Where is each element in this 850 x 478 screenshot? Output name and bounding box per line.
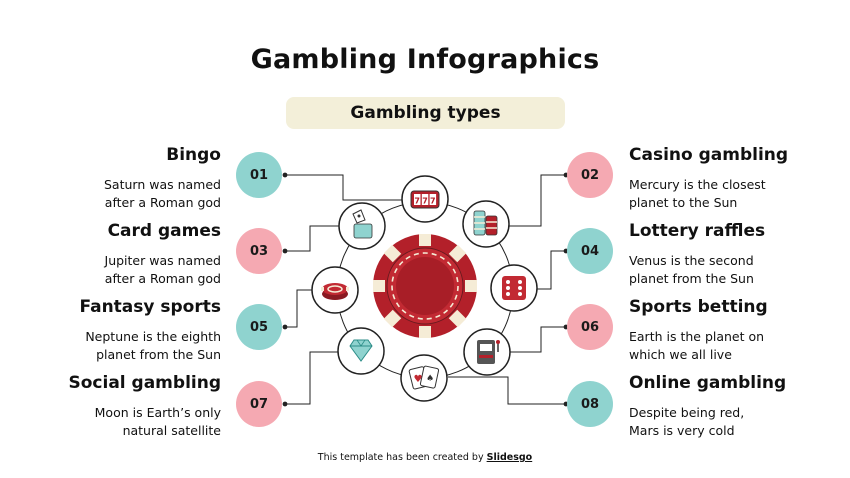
item-02-desc: Mercury is the closest planet to the Sun	[629, 176, 766, 212]
item-01-desc-line1: Saturn was named	[104, 177, 221, 192]
page-title: Gambling Infographics	[250, 44, 600, 75]
connector-dots	[282, 172, 569, 407]
item-06-desc-line2: which we all live	[629, 347, 732, 362]
item-03-heading: Card games	[107, 221, 221, 241]
connector-lines	[285, 174, 566, 405]
center-chip-icon	[373, 234, 477, 338]
item-01-desc-line2: after a Roman god	[104, 195, 221, 210]
connector-08	[448, 376, 566, 405]
item-01-heading: Bingo	[166, 145, 221, 165]
svg-text:7: 7	[414, 197, 420, 206]
badge-01: 01	[236, 152, 282, 198]
item-04-heading: Lottery raffles	[629, 221, 766, 241]
connector-02	[494, 174, 566, 227]
item-03-desc: Jupiter was named after a Roman god	[105, 252, 221, 288]
subtitle-text: Gambling types	[350, 103, 501, 123]
badge-02: 02	[567, 152, 613, 198]
item-05-desc-line1: Neptune is the eighth	[85, 329, 221, 344]
item-07-desc-line2: natural satellite	[122, 423, 221, 438]
item-05-heading: Fantasy sports	[79, 297, 221, 317]
svg-text:7: 7	[422, 197, 428, 206]
svg-text:♠: ♠	[426, 374, 434, 384]
item-08-desc: Despite being red, Mars is very cold	[629, 404, 744, 440]
item-07-heading: Social gambling	[68, 373, 222, 393]
subtitle-banner: Gambling types	[286, 97, 565, 129]
connector-06	[506, 326, 566, 353]
item-06-heading: Sports betting	[629, 297, 768, 317]
icon-playing-cards: ♥ ♠	[400, 354, 448, 402]
footer-credit: This template has been created by Slides…	[0, 452, 850, 463]
item-05-desc-line2: planet from the Sun	[96, 347, 221, 362]
connector-05	[285, 289, 316, 328]
item-04-desc-line1: Venus is the second	[629, 253, 754, 268]
footer-brand-link[interactable]: Slidesgo	[486, 452, 533, 463]
icon-chip-stack	[462, 200, 510, 248]
item-04-desc: Venus is the second planet from the Sun	[629, 252, 754, 288]
connector-07	[285, 351, 345, 405]
item-03-desc-line1: Jupiter was named	[104, 253, 221, 268]
badge-08: 08	[567, 381, 613, 427]
icon-slot-machine	[463, 328, 511, 376]
footer-prefix: This template has been created by	[317, 452, 484, 463]
item-03-desc-line2: after a Roman god	[104, 271, 221, 286]
icon-slot-777: 7 7 7	[401, 175, 449, 223]
icon-diamond	[337, 327, 385, 375]
connector-01	[285, 174, 404, 201]
badge-06: 06	[567, 304, 613, 350]
badge-03: 03	[236, 228, 282, 274]
item-02-heading: Casino gambling	[629, 145, 789, 165]
item-07-desc-line1: Moon is Earth’s only	[94, 405, 221, 420]
item-07-desc: Moon is Earth’s only natural satellite	[95, 404, 221, 440]
item-05-desc: Neptune is the eighth planet from the Su…	[85, 328, 221, 364]
item-08-desc-line2: Mars is very cold	[629, 423, 735, 438]
badge-05: 05	[236, 304, 282, 350]
svg-text:7: 7	[430, 197, 436, 206]
connector-03	[285, 225, 345, 252]
connector-04	[534, 250, 566, 290]
badge-07: 07	[236, 381, 282, 427]
icon-dice	[490, 264, 538, 312]
icon-poker-chip	[311, 266, 359, 314]
item-02-desc-line2: planet to the Sun	[629, 195, 738, 210]
item-02-desc-line1: Mercury is the closest	[629, 177, 766, 192]
item-06-desc-line1: Earth is the planet on	[629, 329, 765, 344]
item-04-desc-line2: planet from the Sun	[629, 271, 754, 286]
badge-04: 04	[567, 228, 613, 274]
item-06-desc: Earth is the planet on which we all live	[629, 328, 764, 364]
item-08-heading: Online gambling	[629, 373, 787, 393]
item-01-desc: Saturn was named after a Roman god	[104, 176, 221, 212]
item-08-desc-line1: Despite being red,	[629, 405, 745, 420]
svg-text:♥: ♥	[414, 374, 423, 385]
icon-bingo	[338, 202, 386, 250]
